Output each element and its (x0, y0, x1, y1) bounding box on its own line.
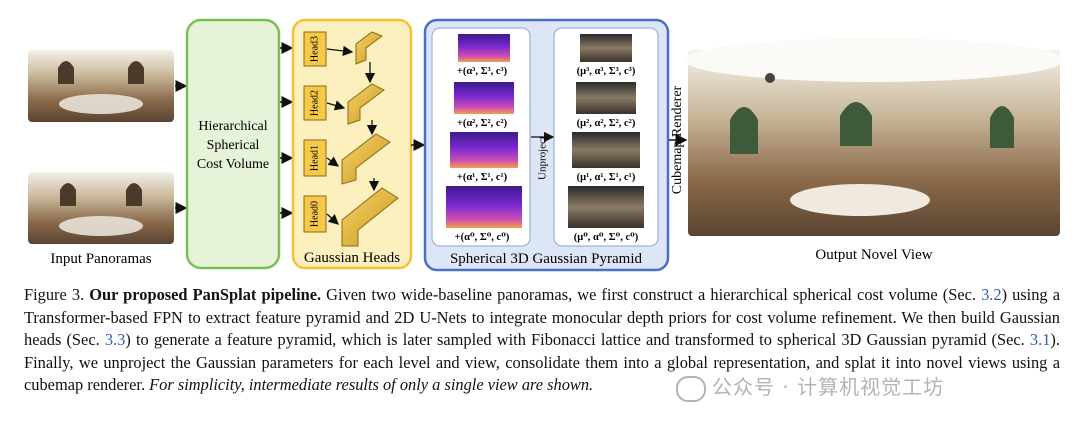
gauss-label-0: (μ⁰, α⁰, Σ⁰, c⁰) (574, 232, 639, 243)
head-block-0: Head0 (303, 195, 327, 233)
caption-title: Our proposed PanSplat pipeline. (89, 285, 322, 304)
input-panorama-2 (28, 172, 174, 244)
caption-text-3: ) to generate a feature pyramid, which i… (125, 330, 1030, 350)
input-panorama-1 (28, 50, 174, 122)
unproject-label: Unproject (537, 136, 549, 180)
caption-text-1: Given two wide-baseline panoramas, we fi… (321, 285, 982, 304)
gaussian-render-2 (576, 82, 636, 114)
head-block-3: Head3 (303, 31, 327, 67)
param-label-3: +(α³, Σ³, c³) (457, 66, 508, 77)
cost-volume-line-1: Hierarchical (198, 119, 267, 134)
cost-volume-line-3: Cost Volume (197, 157, 269, 172)
caption-text-2: ) using a Transformer-based FPN to extra… (24, 285, 1060, 350)
output-novel-view (684, 38, 1064, 236)
wechat-icon (676, 375, 706, 402)
feature-slab-2 (347, 83, 385, 125)
cost-volume-line-2: Spherical (207, 138, 260, 153)
caption-figure-label: Figure 3. (24, 285, 85, 304)
depth-map-1 (450, 132, 518, 168)
depth-map-0 (446, 186, 522, 228)
pipeline-figure: Input Panoramas Hierarchical Spherical C… (28, 18, 1064, 272)
svg-text:Head1: Head1 (309, 145, 320, 171)
gauss-label-2: (μ², α², Σ², c²) (577, 118, 636, 129)
head-block-1: Head1 (303, 139, 327, 177)
caption-italic-tail: For simplicity, intermediate results of … (149, 375, 594, 395)
figure-caption: Figure 3. Our proposed PanSplat pipeline… (24, 284, 1060, 397)
caption-ref-3[interactable]: 3.1 (1029, 330, 1051, 350)
output-novel-view-label: Output Novel View (815, 247, 932, 263)
gauss-label-3: (μ³, α³, Σ³, c³) (577, 66, 636, 77)
param-label-2: +(α², Σ², c²) (457, 118, 508, 129)
param-label-0: +(α⁰, Σ⁰, c⁰) (455, 232, 510, 243)
cost-volume-box (185, 18, 281, 270)
svg-text:Head3: Head3 (309, 36, 320, 62)
param-label-1: +(α¹, Σ¹, c¹) (457, 172, 508, 183)
head-block-2: Head2 (303, 85, 327, 121)
caption-text-4: ). Finally, we unproject the Gaussian pa… (24, 330, 1060, 395)
cubemap-renderer-label: Cubemap Renderer (670, 85, 685, 194)
watermark: 公众号 · 计算机视觉工坊 (676, 371, 1056, 405)
gaussian-render-3 (580, 34, 632, 62)
gaussian-render-0 (568, 186, 644, 228)
gaussian-heads-title: Gaussian Heads (304, 250, 400, 266)
caption-ref-1[interactable]: 3.2 (981, 285, 1002, 304)
gaussian-render-1 (572, 132, 640, 168)
svg-text:Head2: Head2 (309, 90, 320, 116)
depth-map-3 (458, 34, 510, 62)
svg-text:Head0: Head0 (309, 201, 320, 227)
gaussian-pyramid-title: Spherical 3D Gaussian Pyramid (450, 251, 643, 267)
input-panoramas-label: Input Panoramas (50, 251, 151, 267)
caption-ref-2[interactable]: 3.3 (104, 330, 126, 350)
feature-slab-0 (341, 187, 399, 247)
gauss-label-1: (μ¹, α¹, Σ¹, c¹) (577, 172, 636, 183)
feature-slab-3 (355, 31, 384, 65)
watermark-text: 公众号 · 计算机视觉工坊 (712, 375, 945, 399)
depth-map-2 (454, 82, 514, 114)
